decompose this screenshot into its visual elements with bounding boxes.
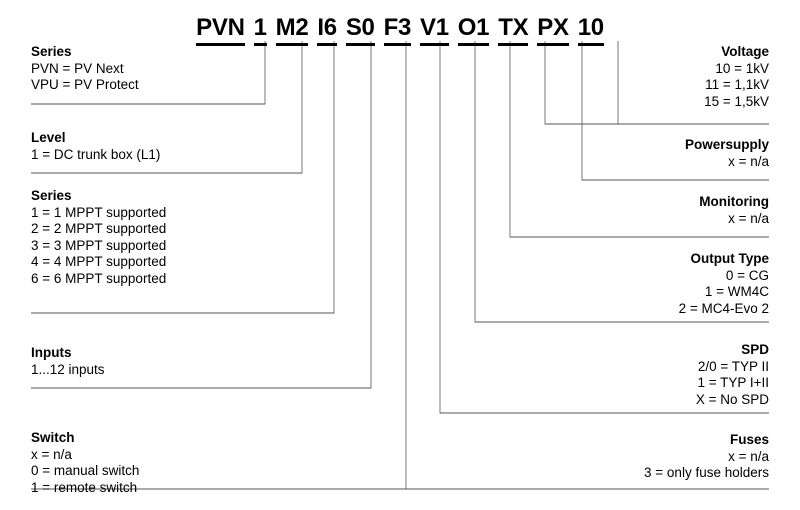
block-option: x = n/a: [728, 210, 769, 226]
code-segment-2: M2: [275, 16, 309, 46]
block-switch: Switch x = n/a 0 = manual switch 1 = rem…: [31, 430, 139, 496]
block-fuses: Fuses x = n/a 3 = only fuse holders: [469, 432, 769, 482]
block-level: Level 1 = DC trunk box (L1): [31, 130, 160, 163]
code-segment-1: 1: [253, 16, 267, 46]
block-title: Fuses: [729, 432, 769, 447]
block-title: SPD: [741, 342, 769, 357]
block-output-type: Output Type 0 = CG 1 = WM4C 2 = MC4-Evo …: [469, 251, 769, 317]
block-option: 1 = remote switch: [31, 479, 138, 495]
code-segment-4: S0: [345, 16, 375, 46]
block-title: Monitoring: [699, 194, 769, 209]
block-series-prefix: Series PVN = PV Next VPU = PV Protect: [31, 44, 139, 94]
block-title: Series: [31, 44, 72, 59]
block-option: 4 = 4 MPPT supported: [31, 254, 167, 269]
block-option: X = No SPD: [695, 391, 769, 407]
block-option: VPU = PV Protect: [31, 77, 139, 92]
block-title: Output Type: [690, 251, 770, 266]
code-segment-7: O1: [457, 16, 490, 46]
block-option: 1 = DC trunk box (L1): [31, 146, 161, 162]
block-title: Level: [31, 130, 66, 145]
block-option: 1 = 1 MPPT supported: [31, 204, 167, 220]
code-segment-10: 10: [577, 16, 604, 46]
block-monitoring: Monitoring x = n/a: [469, 194, 769, 227]
block-option: x = n/a: [728, 153, 769, 169]
block-option: x = n/a: [31, 446, 72, 462]
block-title: Powersupply: [684, 137, 769, 152]
block-option: PVN = PV Next: [31, 60, 124, 76]
block-option: 2 = MC4-Evo 2: [678, 300, 769, 316]
code-segment-8: TX: [498, 16, 529, 46]
block-option: 3 = 3 MPPT supported: [31, 237, 167, 253]
block-option: 0 = manual switch: [31, 463, 140, 478]
block-option: 2/0 = TYP II: [697, 358, 769, 374]
block-title: Series: [31, 188, 72, 203]
block-option: 3 = only fuse holders: [644, 465, 769, 480]
block-voltage: Voltage 10 = 1kV 11 = 1,1kV 15 = 1,5kV: [469, 44, 769, 110]
block-option: 2 = 2 MPPT supported: [31, 221, 167, 236]
code-segment-6: V1: [420, 16, 449, 46]
block-spd: SPD 2/0 = TYP II 1 = TYP I+II X = No SPD: [469, 342, 769, 408]
block-option: x = n/a: [728, 448, 769, 464]
code-segment-3: I6: [317, 16, 337, 46]
code-segment-9: PX: [537, 16, 569, 46]
block-option: 6 = 6 MPPT supported: [31, 270, 167, 286]
block-title: Switch: [31, 430, 75, 445]
block-option: 1 = WM4C: [704, 284, 769, 299]
code-segment-5: F3: [383, 16, 411, 46]
block-option: 1 = TYP I+II: [697, 375, 769, 390]
block-series-mppt: Series 1 = 1 MPPT supported 2 = 2 MPPT s…: [31, 188, 166, 287]
block-inputs: Inputs 1...12 inputs: [31, 345, 105, 378]
block-powersupply: Powersupply x = n/a: [469, 137, 769, 170]
block-option: 0 = CG: [725, 267, 769, 283]
block-title: Inputs: [31, 345, 72, 360]
block-option: 10 = 1kV: [715, 60, 769, 76]
code-segment-0: PVN: [196, 16, 245, 46]
block-title: Voltage: [721, 44, 769, 59]
product-code-string: PVN 1 M2 I6 S0 F3 V1 O1 TX PX 10: [0, 16, 800, 46]
block-option: 11 = 1,1kV: [705, 77, 769, 92]
block-option: 1...12 inputs: [31, 361, 105, 377]
block-option: 15 = 1,5kV: [704, 93, 769, 109]
